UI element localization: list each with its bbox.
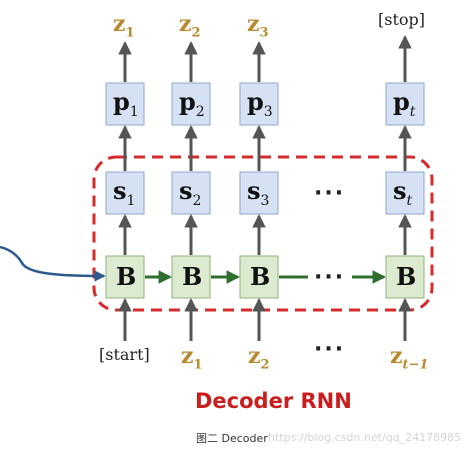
st-label: st	[393, 176, 413, 209]
b1-box	[105, 255, 145, 299]
s1-label: s1	[113, 176, 136, 209]
b-row-ellipsis: ···	[314, 265, 346, 290]
output-z1: z1	[113, 11, 135, 41]
pt-label: pt	[393, 87, 416, 120]
p3-box	[239, 82, 279, 126]
encoder-context-arrow	[0, 245, 106, 282]
watermark: https://blog.csdn.net/qq_24178985	[268, 431, 462, 444]
s3-label: s3	[247, 176, 270, 209]
pt-box	[385, 82, 425, 126]
s2-box	[171, 171, 211, 215]
input-z1: z1	[181, 343, 203, 373]
input-z2: z2	[248, 343, 270, 373]
input-zt-minus-1: zt−1	[390, 343, 429, 373]
bt-label: B	[396, 262, 417, 291]
st-box	[385, 171, 425, 215]
output-z3: z3	[247, 11, 269, 41]
diagram-title: Decoder RNN	[195, 389, 352, 413]
b1-label: B	[116, 262, 137, 291]
figure-caption: 图二 Decoder	[196, 432, 268, 445]
input-ellipsis: ···	[314, 337, 346, 362]
p1-label: p1	[113, 87, 139, 120]
b3-label: B	[250, 262, 271, 291]
s3-box	[239, 171, 279, 215]
b3-box	[239, 255, 279, 299]
p3-label: p3	[247, 87, 273, 120]
s-row-ellipsis: ···	[314, 181, 346, 206]
b2-label: B	[182, 262, 203, 291]
s2-label: s2	[179, 176, 202, 209]
stop-label: [stop]	[378, 10, 425, 29]
output-z2: z2	[179, 11, 201, 41]
start-label: [start]	[99, 345, 150, 364]
p2-label: p2	[179, 87, 205, 120]
